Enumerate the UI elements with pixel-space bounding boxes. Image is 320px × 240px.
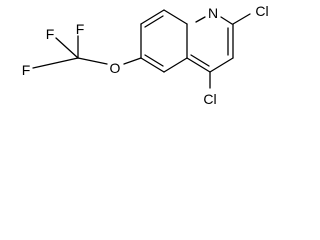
atom-label-cl4: Cl [203,91,216,107]
bond-c8-c7-inner [144,15,164,28]
bond-c2-cl [232,13,251,25]
bond-o-cf3 [77,57,108,65]
atom-label-n1: N [208,5,218,21]
molecule-svg: N Cl Cl O F F F [22,3,269,107]
bond-c8a-n1 [195,16,206,23]
bond-c4-c4a-outer [186,57,211,73]
bond-c6-o [123,57,142,65]
bond-n1-c2 [220,16,233,25]
structure-diagram: N Cl Cl O F F F [22,3,269,107]
bond-c8a-c8 [163,9,188,25]
bond-c6-c5-inner [144,54,164,67]
bond-c4-c4a-inner [190,54,210,67]
bond-c8-c7-outer [140,9,165,25]
atom-label-f2: F [76,21,85,37]
bond-c3-c4 [209,57,234,73]
atom-label-cl2: Cl [255,3,268,19]
atom-label-o: O [110,60,121,76]
bond-c-f1 [55,37,79,59]
bond-c-f3 [32,57,79,69]
atom-label-f1: F [46,26,55,42]
bond-c5-c4a [163,57,188,73]
atom-label-f3: F [22,62,31,78]
bond-c6-c5-outer [140,57,165,73]
